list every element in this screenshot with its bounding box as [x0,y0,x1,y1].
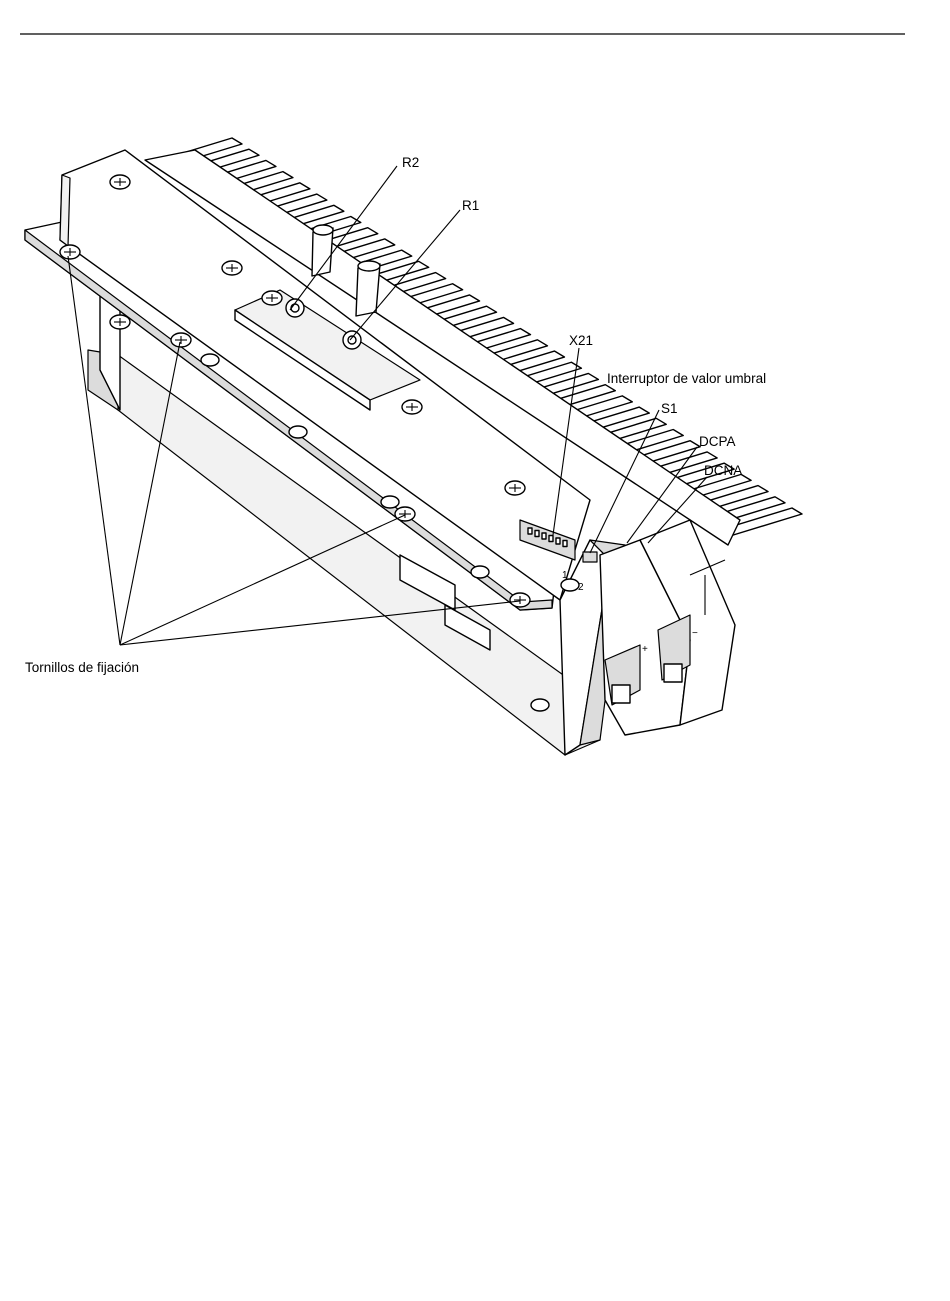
mounting-hole [289,426,307,438]
label-s1: S1 [661,401,678,416]
label-r2: R2 [402,155,419,170]
x21-pin [528,528,532,534]
mounting-hole [201,354,219,366]
dc-terminals [600,520,735,735]
label-fixing-screws: Tornillos de fijación [25,660,139,675]
mounting-hole [531,699,549,711]
x21-pin [542,533,546,539]
top-cover-side [60,175,70,246]
x21-pin [556,538,560,544]
label-pin-2: 2 [578,582,584,593]
s1-switch[interactable] [583,552,597,562]
label-plus: + [642,644,648,655]
label-pin-1: 1 [562,570,568,581]
label-dcpa: DCPA [699,434,736,449]
label-minus: − [692,628,698,639]
x21-pin [549,536,553,542]
label-r1: R1 [462,198,479,213]
mounting-hole [471,566,489,578]
label-dcna: DCNA [704,463,742,478]
mounting-hole [381,496,399,508]
x21-pin [563,541,567,547]
x21-pin [535,531,539,537]
label-threshold-switch: Interruptor de valor umbral [607,371,766,386]
label-x21: X21 [569,333,593,348]
